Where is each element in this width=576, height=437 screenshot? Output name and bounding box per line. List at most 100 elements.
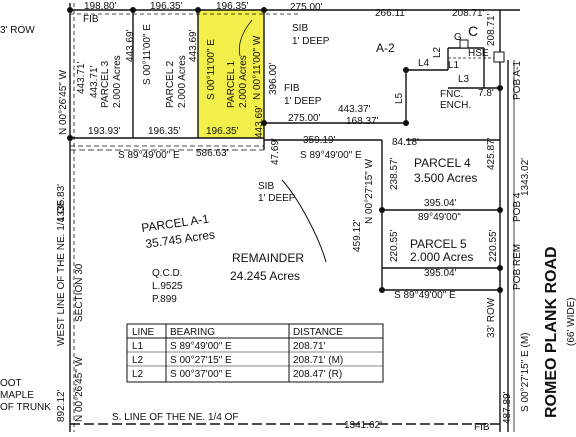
- south-line-text: S. LINE OF THE NE. 1/4 OF: [112, 412, 239, 423]
- table-row3-line: L2: [132, 369, 144, 380]
- parcel-4-name: PARCEL 4: [414, 156, 471, 170]
- dim-42587: 425.87': [486, 137, 497, 170]
- label-maple: MAPLE: [0, 390, 34, 401]
- table-row2-line: L2: [132, 355, 144, 366]
- dim-39504a: 395.04': [424, 198, 457, 209]
- dim-89212: 892.12': [56, 389, 67, 422]
- parcel-1-bearing1: S 00°11'00" E: [206, 39, 217, 100]
- table-header-distance: DISTANCE: [293, 327, 343, 338]
- label-hse: HSE: [468, 48, 489, 59]
- line-table: LINE BEARING DISTANCE L1 S 89°49'00" E 2…: [126, 323, 384, 383]
- dim-586: 586.63': [196, 148, 229, 159]
- label-liber: L.9525: [152, 281, 183, 292]
- table-header-line: LINE: [132, 327, 155, 338]
- label-oot: OOT: [0, 378, 22, 389]
- dim-39504b: 395.04': [424, 268, 457, 279]
- parcel-3-area: 2.000 Acres: [112, 55, 123, 108]
- table-row1-bearing: S 89°49'00" E: [170, 341, 232, 352]
- top-boundary: [69, 3, 520, 432]
- garage-icon: [459, 39, 469, 49]
- label-l5: L5: [394, 92, 405, 104]
- table-row3-distance: 208.47' (R): [293, 369, 342, 380]
- label-275: 275.00': [290, 2, 323, 13]
- parcel-2-bearing: S 00°11'00" E: [142, 24, 153, 85]
- label-pob4: POB 4: [512, 192, 523, 222]
- label-g: G: [454, 32, 462, 43]
- label-c: C: [468, 23, 478, 39]
- dim-8418: 84.18': [392, 137, 419, 148]
- dim-134162: 1341.62': [344, 420, 382, 431]
- road-width: (66' WIDE): [566, 297, 576, 346]
- bearing-west-lower: N 00°26'45" W: [74, 356, 85, 422]
- parcel-1-area: 2.000 Acres: [238, 55, 249, 108]
- dim-4769: 47.69': [270, 138, 281, 165]
- dim-23857: 238.57': [389, 157, 400, 190]
- label-fib-bottom: FIB: [474, 422, 490, 432]
- bearing-89c: S 89°49'00" E: [394, 290, 456, 301]
- bearing-west-side: N 00°26'45" W: [58, 69, 69, 135]
- bearing-east: S 00°27'15" E (M): [520, 333, 531, 413]
- remainder-name: REMAINDER: [232, 251, 304, 265]
- label-trunk: OF TRUNK: [0, 402, 51, 413]
- label-sib-low: SIB: [258, 181, 274, 192]
- dim-35919: 359.19': [303, 135, 336, 146]
- label-pob-rem: POB REM: [512, 244, 523, 290]
- survey-markers: [67, 7, 503, 293]
- dim-196b: 196.35': [148, 126, 181, 137]
- fib-leader: [238, 19, 253, 57]
- table-header-bearing: BEARING: [170, 327, 215, 338]
- table-row2-bearing: S 00°27'15" E: [170, 355, 232, 366]
- label-pob-a1: POB A-1: [512, 61, 523, 100]
- dim-20871-right: 208.71': [486, 13, 497, 46]
- bearing-89b: S 89°49'00" E: [300, 150, 362, 161]
- table-row1-distance: 208.71': [293, 341, 326, 352]
- dim-22055a: 220.55': [389, 229, 400, 262]
- dim-44337: 443.37': [338, 104, 371, 115]
- label-row: 3' ROW: [0, 25, 35, 36]
- dim-396: 396.00': [268, 62, 279, 95]
- parcel-5-name: PARCEL 5: [410, 237, 467, 251]
- parcel-2-name: PARCEL 2: [165, 60, 176, 108]
- label-266: 266.11': [375, 8, 407, 19]
- label-198: 198.80': [84, 1, 117, 12]
- label-fib-top: FIB: [83, 14, 99, 25]
- parcel-3-side: 443.71': [89, 65, 100, 98]
- label-208: 208.71': [452, 8, 485, 19]
- dim-193: 193.93': [88, 126, 121, 137]
- parcel-1-bearing2: N 00°11'00" W: [252, 35, 263, 100]
- label-row33: 33' ROW: [486, 297, 497, 338]
- bearing-p4-side: N 00°27'15" W: [364, 158, 375, 224]
- label-page: P.899: [152, 294, 177, 305]
- label-a2: A-2: [376, 41, 395, 55]
- label-sib-top: SIB: [292, 23, 308, 34]
- parcel-2-side: 443.69': [125, 29, 136, 62]
- label-l4: L4: [418, 58, 430, 69]
- label-l3: L3: [458, 74, 470, 85]
- dim-133583: 1335.83': [56, 184, 67, 222]
- parcel-1-side: 443.69': [188, 29, 199, 62]
- parcel-4-area: 3.500 Acres: [414, 171, 477, 185]
- dim-134302: 1343.02': [520, 158, 531, 196]
- label-deep-mid: 1' DEEP: [284, 96, 322, 107]
- parcel-5-area: 2.000 Acres: [410, 250, 473, 264]
- west-line-text2: SECTION 30: [74, 263, 85, 322]
- remainder-area: 24.245 Acres: [230, 269, 300, 283]
- house-icon: [493, 51, 505, 63]
- label-196b: 196.35': [216, 1, 249, 12]
- dim-196c: 196.35': [206, 126, 239, 137]
- parcel-1-highlight: [197, 9, 265, 139]
- dim-48789: 487.89': [502, 391, 513, 424]
- dim-27500b: 275.00': [288, 113, 321, 124]
- road-name: ROMEO PLANK ROAD: [543, 246, 560, 418]
- table-row2-distance: 208.71' (M): [293, 355, 343, 366]
- label-196a: 196.35': [150, 1, 183, 12]
- label-fnc: FNC.: [440, 89, 463, 100]
- sib-leader: [281, 179, 327, 263]
- bearing-89a: S 89°49'00" E: [118, 150, 180, 161]
- table-row3-bearing: S 00°37'00" E: [170, 369, 232, 380]
- label-78: 7.8': [478, 88, 494, 99]
- parcel-1-name: PARCEL 1: [226, 60, 237, 108]
- dim-22055b: 220.55': [488, 229, 499, 262]
